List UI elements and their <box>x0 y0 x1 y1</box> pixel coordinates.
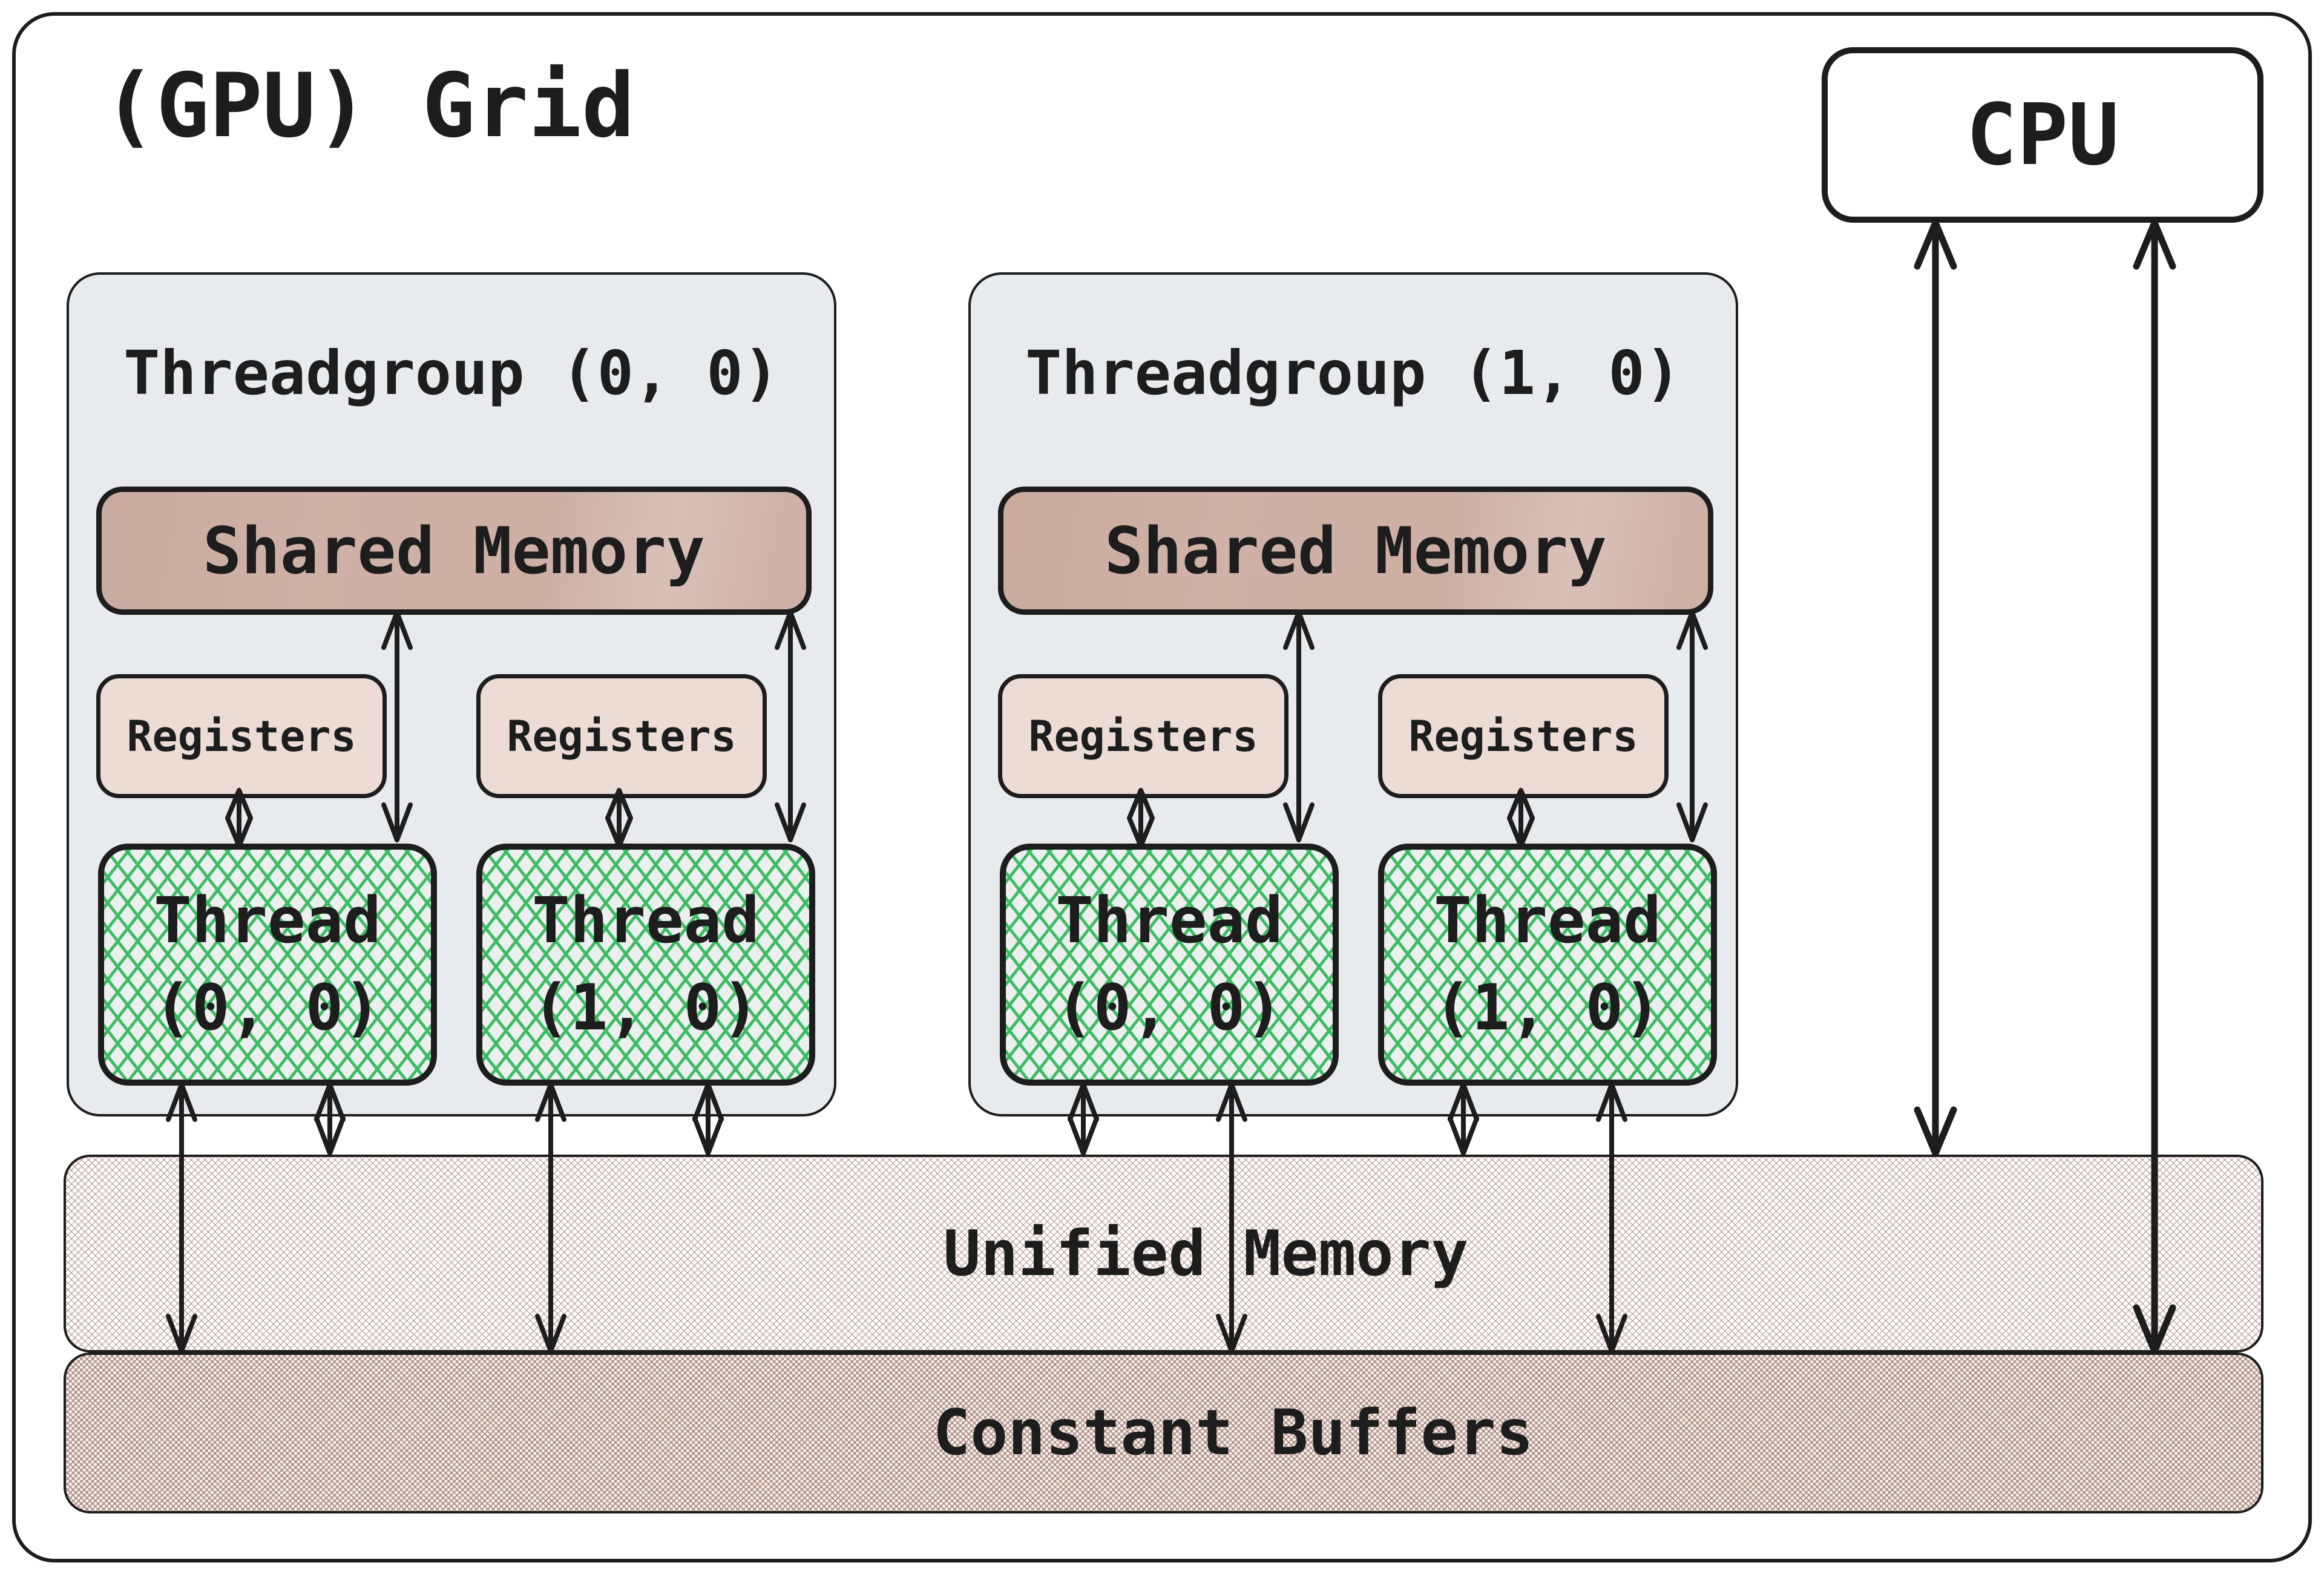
registers-label: Registers <box>1408 711 1638 761</box>
threadgroup-0-thread-0-box: Thread (0, 0) <box>98 844 437 1086</box>
unified-memory-bar: Unified Memory <box>64 1155 2263 1352</box>
threadgroup-1-title: Threadgroup (1, 0) <box>1025 338 1681 408</box>
thread-name: Thread <box>1055 884 1283 958</box>
threadgroup-1-registers-1-box: Registers <box>1378 674 1669 798</box>
threadgroup-0-box: Threadgroup (0, 0) Shared Memory Registe… <box>67 272 836 1116</box>
threadgroup-0-shared-memory-box: Shared Memory <box>96 487 812 615</box>
registers-label: Registers <box>507 711 737 761</box>
threadgroup-1-registers-0-box: Registers <box>998 674 1288 798</box>
registers-label: Registers <box>1028 711 1258 761</box>
threadgroup-0-thread-1-box: Thread (1, 0) <box>476 844 815 1086</box>
constant-buffers-bar: Constant Buffers <box>64 1352 2263 1513</box>
constant-buffers-label: Constant Buffers <box>933 1397 1534 1469</box>
cpu-label: CPU <box>1966 85 2119 185</box>
threadgroup-1-box: Threadgroup (1, 0) Shared Memory Registe… <box>968 272 1738 1116</box>
threadgroup-1-thread-1-box: Thread (1, 0) <box>1378 844 1717 1086</box>
cpu-box: CPU <box>1822 47 2263 223</box>
threadgroup-0-registers-1-box: Registers <box>476 674 767 798</box>
threadgroup-1-thread-0-box: Thread (0, 0) <box>1000 844 1339 1086</box>
shared-memory-label: Shared Memory <box>203 513 705 588</box>
shared-memory-label: Shared Memory <box>1105 513 1607 588</box>
threadgroup-0-title: Threadgroup (0, 0) <box>123 338 780 408</box>
threadgroup-1-shared-memory-box: Shared Memory <box>998 487 1713 615</box>
registers-label: Registers <box>126 711 356 761</box>
diagram-title: (GPU) Grid <box>103 54 635 157</box>
thread-coord: (1, 0) <box>1434 971 1661 1044</box>
thread-coord: (0, 0) <box>1055 971 1283 1044</box>
thread-name: Thread <box>532 884 760 958</box>
thread-coord: (1, 0) <box>532 971 760 1044</box>
unified-memory-label: Unified Memory <box>943 1217 1469 1290</box>
thread-name: Thread <box>154 884 381 958</box>
threadgroup-0-registers-0-box: Registers <box>96 674 387 798</box>
thread-coord: (0, 0) <box>154 971 381 1044</box>
thread-name: Thread <box>1434 884 1661 958</box>
